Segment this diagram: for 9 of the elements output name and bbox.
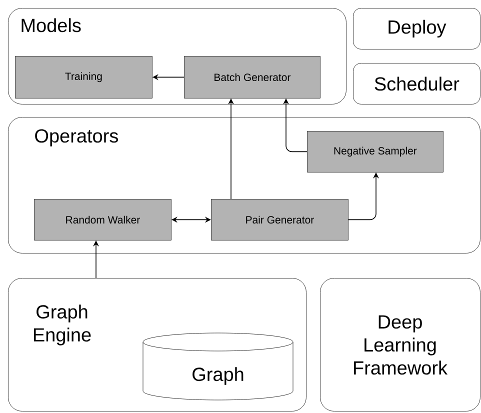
process-box: Negative Sampler: [307, 131, 444, 172]
container-box: Scheduler: [353, 63, 480, 104]
process-box: Batch Generator: [184, 56, 320, 98]
process-box: Pair Generator: [211, 199, 348, 240]
process-box: Training: [15, 56, 152, 98]
container-box: Deep Learning Framework: [320, 278, 480, 412]
container-box: Deploy: [353, 8, 480, 50]
cylinder: Graph: [142, 332, 294, 400]
process-box: Random Walker: [34, 199, 172, 240]
